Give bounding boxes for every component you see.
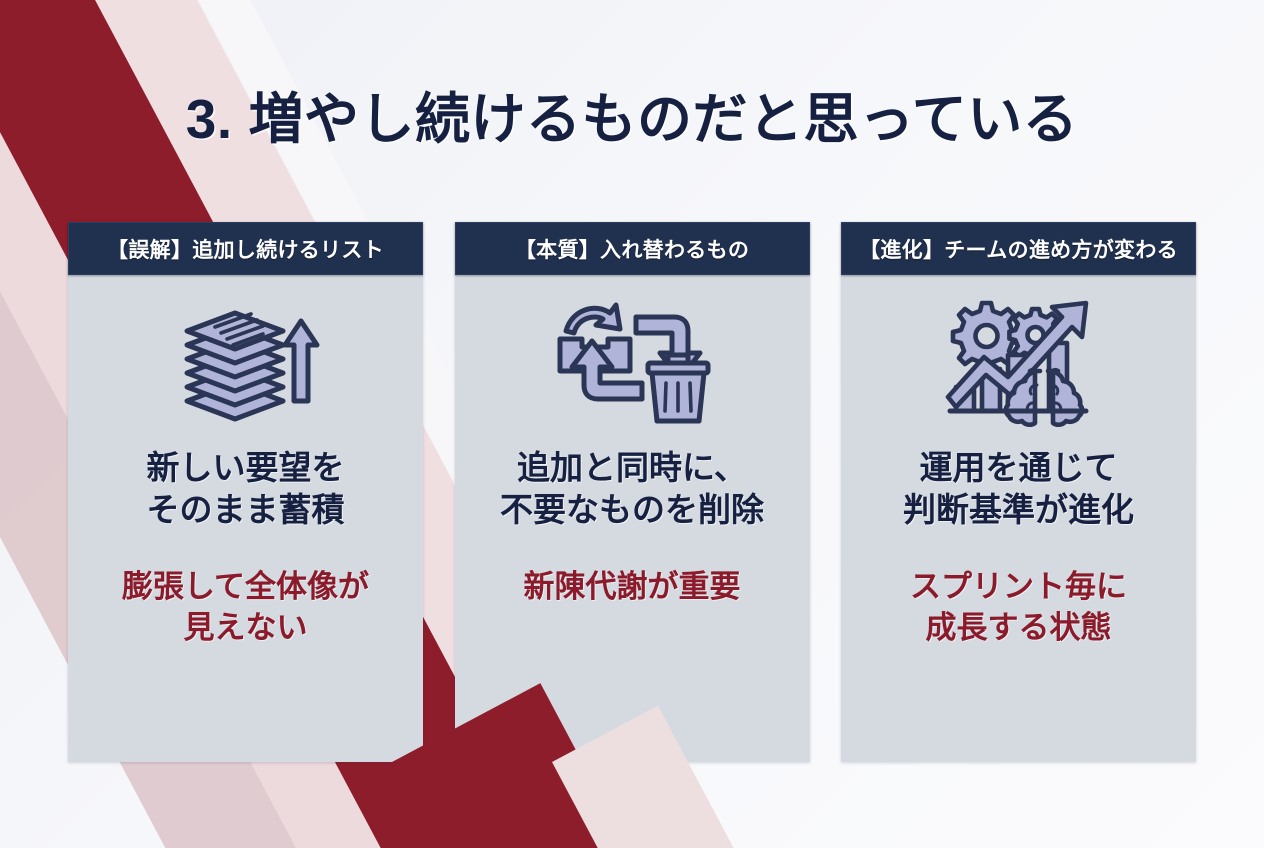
card-misconception: 【誤解】追加し続けるリスト — [68, 222, 423, 762]
card-accent-line: 膨張して全体像が — [121, 569, 370, 605]
card-row: 【誤解】追加し続けるリスト — [68, 222, 1196, 762]
slide-title: 3. 増やし続けるものだと思っている — [185, 88, 1079, 150]
card-accent-line: 見えない — [183, 609, 308, 645]
card-accent-line: 新陳代謝が重要 — [523, 569, 741, 605]
card-header-label: 【本質】入れ替わるもの — [514, 238, 750, 262]
card-accent-line: 成長する状態 — [925, 609, 1112, 645]
card-header-label: 【進化】チームの進め方が変わる — [859, 238, 1178, 262]
card-accent-line: スプリント毎に — [910, 569, 1127, 605]
growth-chart-gears-brain-icon — [936, 275, 1101, 445]
card-main-line: 新しい要望を — [146, 449, 345, 486]
card-main-text: 新しい要望を そのまま蓄積 — [147, 447, 345, 531]
card-accent-text: 膨張して全体像が 見えない — [122, 567, 369, 648]
add-remove-cycle-trash-icon — [552, 275, 712, 445]
card-header-misconception: 【誤解】追加し続けるリスト — [68, 222, 423, 275]
card-main-text: 追加と同時に、 不要なものを削除 — [500, 447, 764, 531]
card-main-line: 運用を通じて — [919, 449, 1118, 486]
card-accent-text: スプリント毎に 成長する状態 — [910, 567, 1127, 648]
card-header-essence: 【本質】入れ替わるもの — [454, 222, 810, 275]
card-header-label: 【誤解】追加し続けるリスト — [107, 238, 384, 262]
card-essence: 【本質】入れ替わるもの — [454, 222, 810, 762]
card-evolution: 【進化】チームの進め方が変わる — [841, 222, 1196, 762]
card-accent-text: 新陳代謝が重要 — [524, 567, 741, 607]
card-main-line: 判断基準が進化 — [903, 491, 1134, 529]
card-header-evolution: 【進化】チームの進め方が変わる — [841, 222, 1196, 275]
document-stack-growing-icon — [171, 275, 321, 445]
card-main-line: そのまま蓄積 — [146, 491, 345, 529]
card-main-text: 運用を通じて 判断基準が進化 — [903, 447, 1134, 531]
card-main-line: 不要なものを削除 — [500, 491, 764, 529]
card-main-line: 追加と同時に、 — [516, 449, 747, 486]
